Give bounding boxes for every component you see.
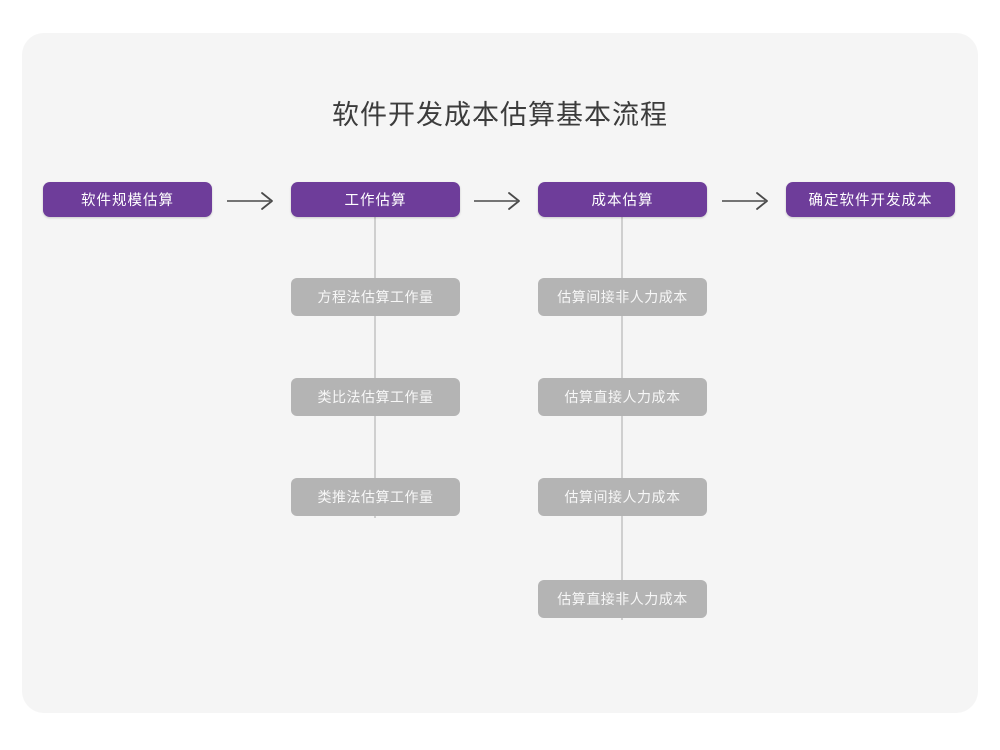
- sub-box-label: 类推法估算工作量: [317, 489, 434, 505]
- branch-connector-stage-2: [374, 217, 376, 518]
- stage-box-label: 确定软件开发成本: [808, 193, 933, 209]
- stage-box-label: 软件规模估算: [81, 193, 174, 209]
- stage-box-software-scale-estimation[interactable]: 软件规模估算: [43, 182, 212, 217]
- arrow-right-icon: [473, 190, 525, 212]
- sub-box-inference-method-effort[interactable]: 类推法估算工作量: [291, 478, 460, 516]
- stage-box-label: 工作估算: [344, 193, 407, 209]
- sub-box-indirect-non-labor-cost[interactable]: 估算间接非人力成本: [538, 278, 707, 316]
- diagram-card: [22, 33, 978, 713]
- stage-box-label: 成本估算: [591, 193, 654, 209]
- page-title: 软件开发成本估算基本流程: [332, 100, 668, 130]
- branch-connector-stage-3: [621, 217, 623, 620]
- sub-box-direct-labor-cost[interactable]: 估算直接人力成本: [538, 378, 707, 416]
- arrow-right-icon: [226, 190, 278, 212]
- sub-box-label: 估算直接非人力成本: [557, 591, 688, 607]
- arrow-right-icon: [721, 190, 773, 212]
- sub-box-label: 类比法估算工作量: [317, 389, 434, 405]
- stage-box-determine-development-cost[interactable]: 确定软件开发成本: [786, 182, 955, 217]
- sub-box-label: 估算间接人力成本: [564, 489, 681, 505]
- stage-box-cost-estimation[interactable]: 成本估算: [538, 182, 707, 217]
- sub-box-label: 方程法估算工作量: [317, 289, 434, 305]
- sub-box-analogy-method-effort[interactable]: 类比法估算工作量: [291, 378, 460, 416]
- sub-box-indirect-labor-cost[interactable]: 估算间接人力成本: [538, 478, 707, 516]
- sub-box-label: 估算间接非人力成本: [557, 289, 688, 305]
- sub-box-equation-method-effort[interactable]: 方程法估算工作量: [291, 278, 460, 316]
- sub-box-direct-non-labor-cost[interactable]: 估算直接非人力成本: [538, 580, 707, 618]
- sub-box-label: 估算直接人力成本: [564, 389, 681, 405]
- stage-box-effort-estimation[interactable]: 工作估算: [291, 182, 460, 217]
